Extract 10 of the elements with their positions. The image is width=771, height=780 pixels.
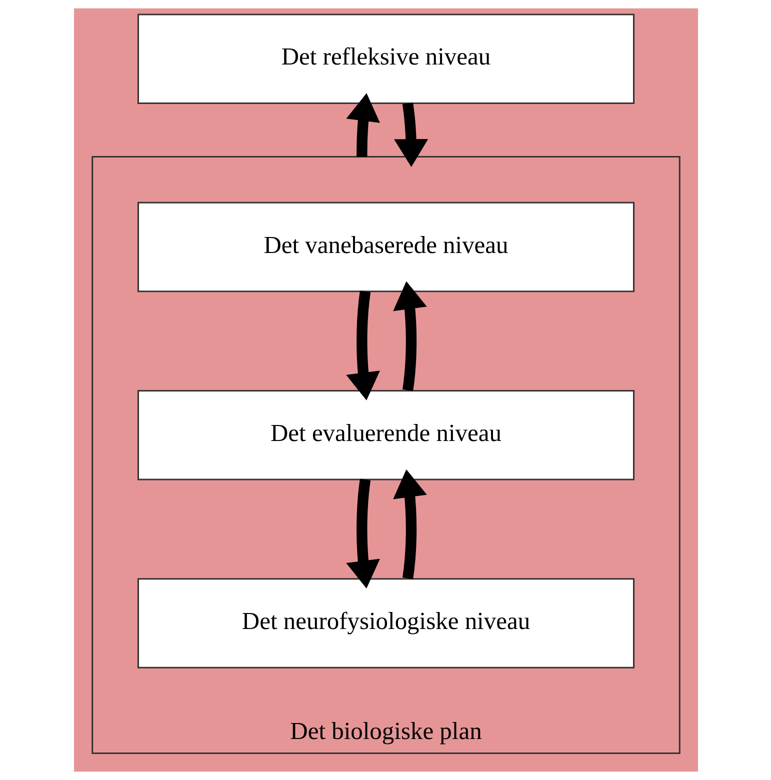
arrow xyxy=(346,478,380,589)
node-box: Det vanebaserede niveau xyxy=(136,202,634,292)
node-box: Det evaluerende niveau xyxy=(136,390,634,480)
arrow xyxy=(394,102,428,167)
arrow xyxy=(392,469,426,580)
arrow xyxy=(346,290,380,400)
node-box: Det neurofysiologiske niveau xyxy=(136,578,634,668)
arrow xyxy=(346,93,380,157)
node-box: Det refleksive niveau xyxy=(136,14,634,104)
arrow xyxy=(392,281,426,392)
